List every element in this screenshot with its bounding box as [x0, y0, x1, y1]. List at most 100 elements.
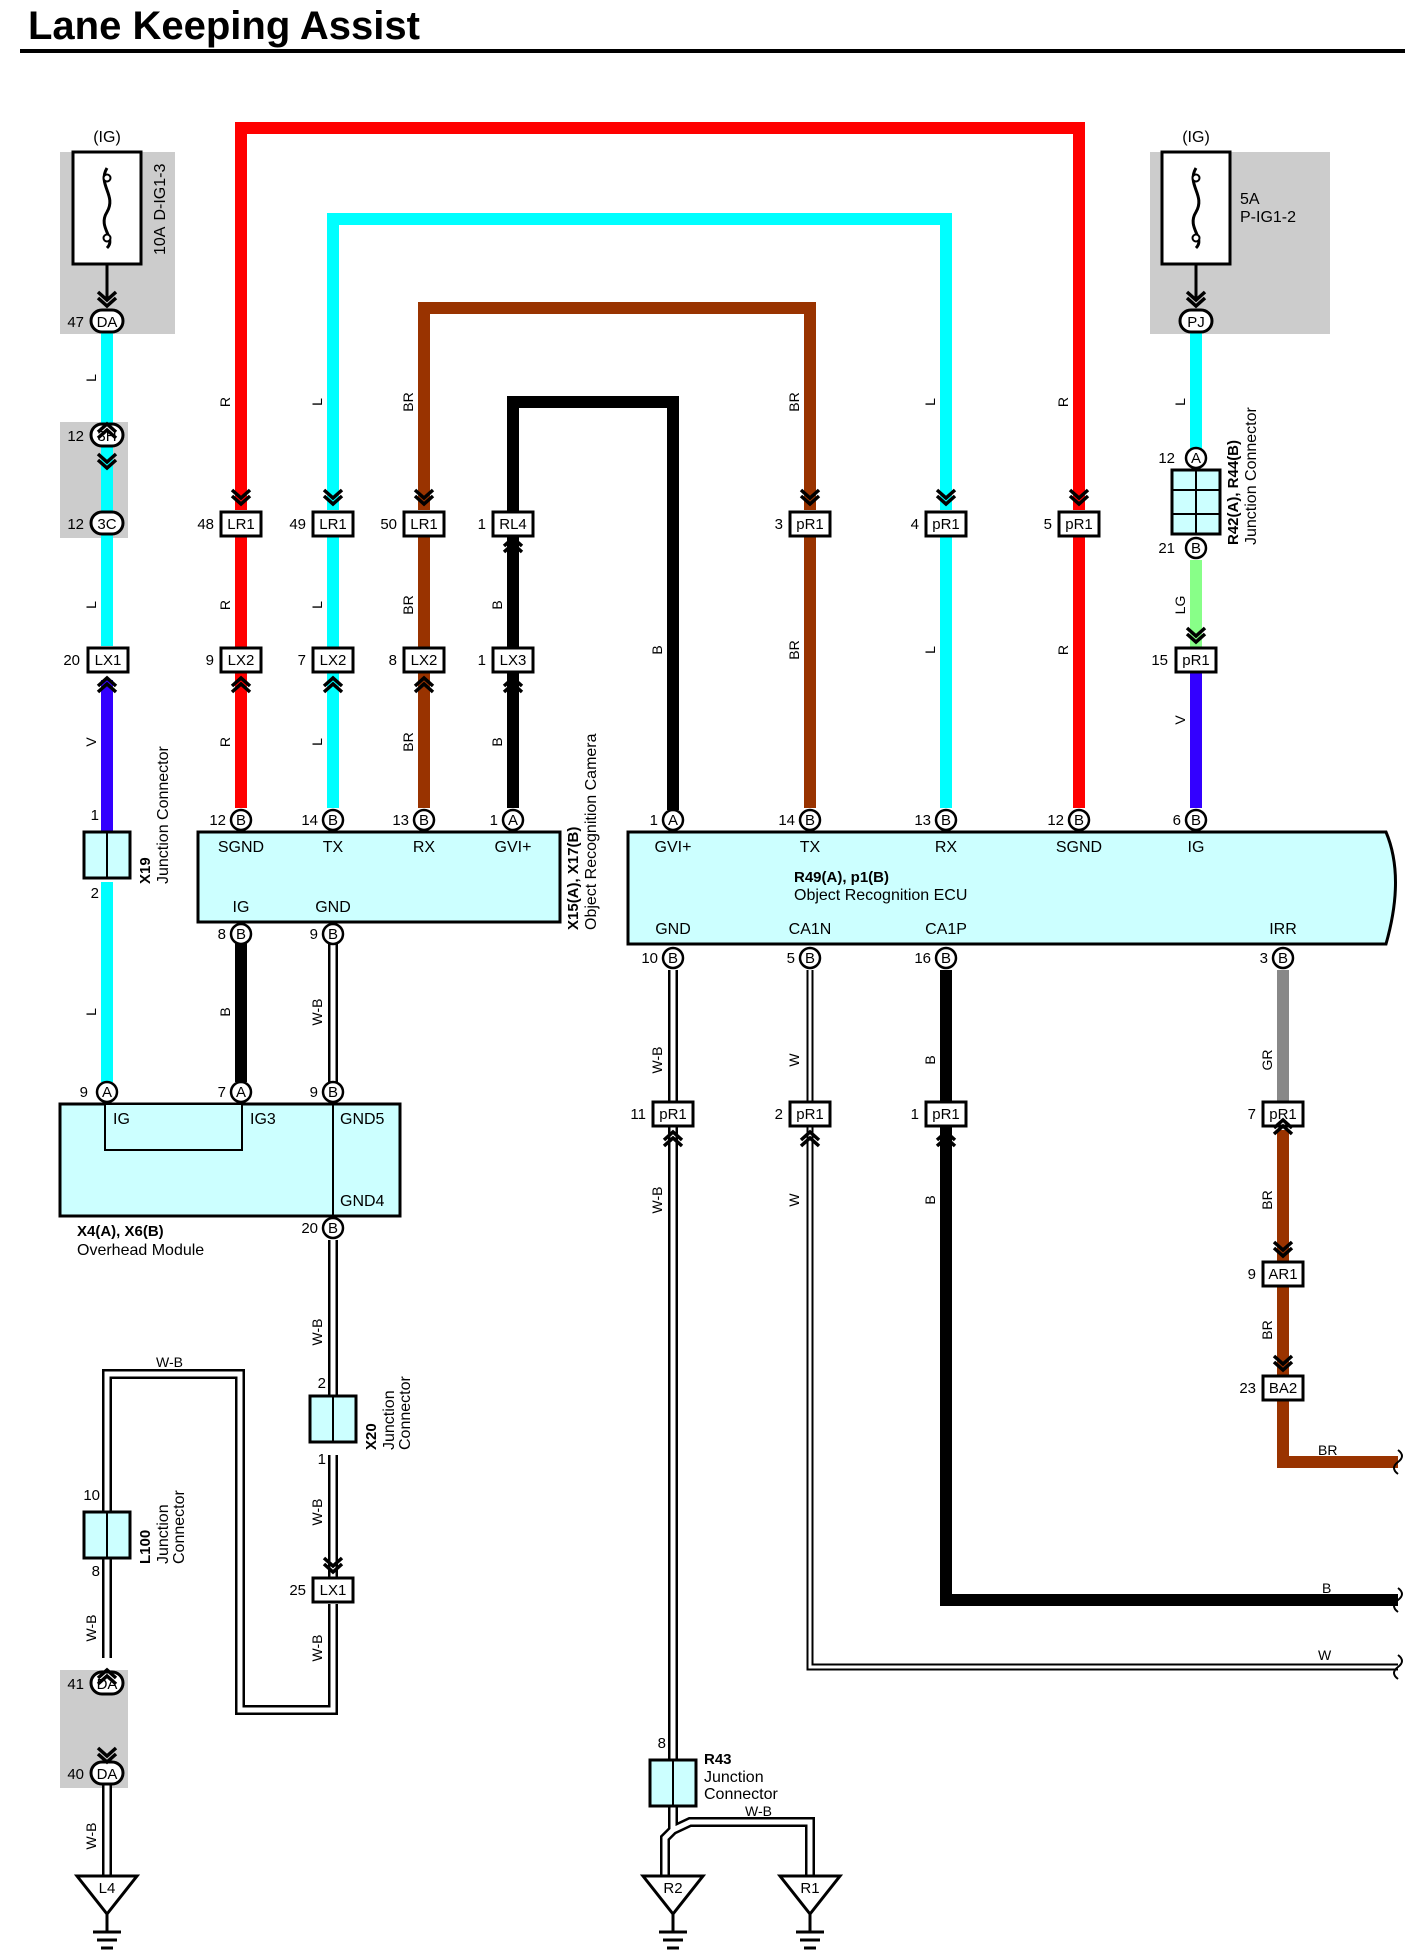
- conn-pr1-15: pR1: [1182, 652, 1210, 669]
- pin-number: 1: [490, 812, 498, 829]
- pin-letter: A: [102, 1084, 112, 1101]
- wire-label: W-B: [745, 1803, 772, 1819]
- ecu-name: Object Recognition ECU: [794, 887, 967, 904]
- conn-lx1: LX1: [95, 652, 122, 669]
- wire-label: L: [309, 601, 325, 609]
- wire-label: W-B: [83, 1823, 99, 1850]
- wire-label: B: [217, 1007, 233, 1016]
- pin-number: 10: [83, 1487, 100, 1504]
- pin-number: 13: [392, 812, 409, 829]
- x20-name2: Connector: [397, 1376, 414, 1450]
- wire-label: L: [922, 398, 938, 406]
- wire-label: B: [922, 1055, 938, 1064]
- overhead-pin-gnd5: GND5: [340, 1111, 385, 1128]
- pin-number: 14: [301, 812, 318, 829]
- r42-name: Junction Connector: [1243, 406, 1260, 545]
- pin-number: 10: [641, 950, 658, 967]
- pin-letter: B: [668, 950, 678, 967]
- conn-3c: 3C: [97, 516, 116, 533]
- pin-letter: A: [508, 812, 518, 829]
- wire-brown-loop: [418, 302, 816, 510]
- overhead-pin-ig3: IG3: [250, 1111, 276, 1128]
- pin-number: 12: [1158, 450, 1175, 467]
- conn-ba2: BA2: [1269, 1380, 1297, 1397]
- camera-box: [196, 830, 562, 924]
- wire-label: W-B: [309, 1635, 325, 1662]
- overhead-code: X4(A), X6(B): [77, 1223, 164, 1240]
- pin-number: 1: [911, 1106, 919, 1123]
- l100-code: L100: [137, 1530, 154, 1564]
- pin-letter: B: [1278, 950, 1288, 967]
- page-title: Lane Keeping Assist: [28, 4, 420, 48]
- ground-r1: [776, 1874, 844, 1950]
- pin-letter: B: [328, 926, 338, 943]
- overhead-ig-inner: [104, 1103, 243, 1151]
- wire-label: W-B: [309, 999, 325, 1026]
- pin-number: 47: [67, 314, 84, 331]
- pin-number: 1: [478, 652, 486, 669]
- pin-number: 14: [778, 812, 795, 829]
- wire-cyan-loop: [327, 213, 952, 510]
- ecu-pin-labels: GVI+ TX RX SGND IG GND CA1N CA1P IRR: [655, 839, 1297, 938]
- conn-pj: PJ: [1187, 314, 1205, 331]
- pin-number: 8: [92, 1563, 100, 1580]
- pin-number: 3: [1260, 950, 1268, 967]
- wire-ca1p-b: [940, 970, 1398, 1606]
- ecu-box: [626, 830, 1397, 946]
- wire-label: L: [83, 601, 99, 609]
- pin-number: 41: [67, 1676, 84, 1693]
- pin-letter: B: [419, 812, 429, 829]
- wire-label: BR: [786, 392, 802, 411]
- ecu-pin-gvi: GVI+: [655, 839, 692, 856]
- wire-black-gvi: [507, 396, 679, 810]
- pin-number: 8: [389, 652, 397, 669]
- pin-number: 50: [380, 516, 397, 533]
- x19-code: X19: [137, 857, 154, 884]
- fuse-left: [71, 150, 143, 300]
- pin-letter: A: [236, 1084, 246, 1101]
- pin-number: 5: [1044, 516, 1052, 533]
- fuse-backgrounds: [60, 152, 1330, 1788]
- ecu-pin-gnd: GND: [655, 921, 691, 938]
- pin-number: 12: [1047, 812, 1064, 829]
- rect-codes: LX1 LR1 LR1 LR1 RL4 LX2 LX2 LX2 LX3 pR1 …: [95, 516, 1298, 1599]
- pin-letter: A: [668, 812, 678, 829]
- conn-3h: 3H: [97, 428, 116, 445]
- pin-number: 4: [911, 516, 919, 533]
- oval-codes: DA 3H 3C PJ DA DA: [97, 314, 1205, 1783]
- wire-label: B: [649, 645, 665, 654]
- pin-number: 9: [206, 652, 214, 669]
- cam-pin-gnd: GND: [315, 899, 351, 916]
- ecu-code: R49(A), p1(B): [794, 869, 889, 886]
- ground-r2: [639, 1874, 707, 1950]
- wire-irr-br: [1277, 1130, 1398, 1468]
- conn-lr1-48: LR1: [227, 516, 255, 533]
- wire-label: W-B: [649, 1047, 665, 1074]
- wire-label: W: [786, 1193, 802, 1207]
- ground-r2-label: R2: [663, 1880, 682, 1897]
- pin-number: 48: [197, 516, 214, 533]
- fuse-left-rating: 10AD-IG1-3: [152, 164, 169, 255]
- wire-label: LG: [1172, 596, 1188, 615]
- pin-number: 9: [310, 1084, 318, 1101]
- junction-r42: [1170, 468, 1222, 536]
- pin-number: 6: [1173, 812, 1181, 829]
- conn-pr1-3: pR1: [796, 516, 824, 533]
- wire-label: W: [1318, 1647, 1332, 1663]
- pin-number: 12: [67, 428, 84, 445]
- wire-label: GR: [1259, 1050, 1275, 1071]
- conn-lr1-49: LR1: [319, 516, 347, 533]
- wire-label: BR: [1259, 1320, 1275, 1339]
- wire-label: B: [489, 737, 505, 746]
- pin-number: 7: [218, 1084, 226, 1101]
- pin-number: 12: [67, 516, 84, 533]
- wire-label: W: [786, 1053, 802, 1067]
- conn-lx2-8: LX2: [411, 652, 438, 669]
- conn-pr1-4: pR1: [932, 516, 960, 533]
- x20-code: X20: [363, 1423, 380, 1450]
- pin-number: 20: [301, 1220, 318, 1237]
- pin-numbers: 47 12 12 20 1 2 9 48 49 50 1 9 7 8 1 12 …: [63, 314, 1268, 1783]
- wire-label: BR: [400, 732, 416, 751]
- wire-wb-overhead-gnd: [102, 1240, 338, 1876]
- circle-markers: [95, 446, 1295, 1240]
